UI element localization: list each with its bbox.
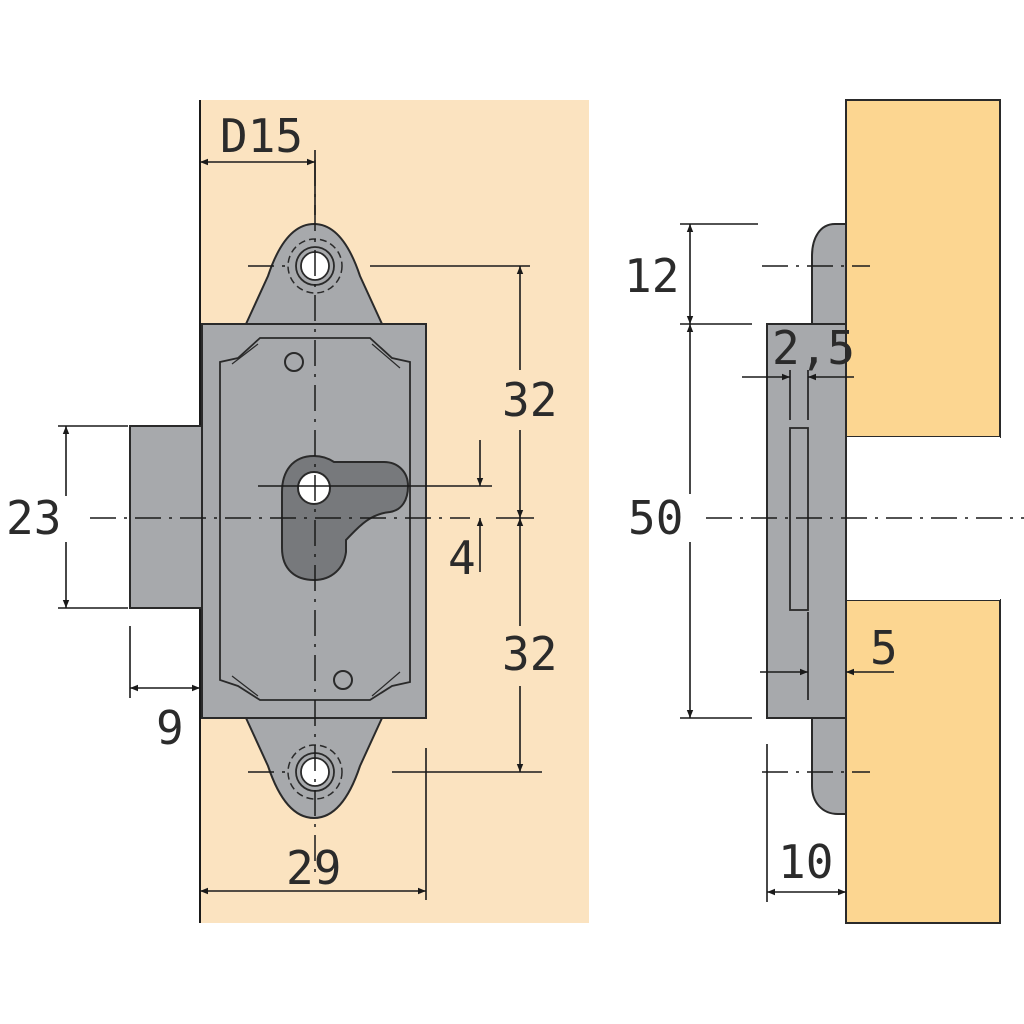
dim-bolt-projection-9: 9 [156, 701, 184, 755]
dim-lower-32: 32 [502, 627, 557, 681]
dim-slot-depth-5: 5 [870, 621, 898, 675]
pin-upper [284, 352, 304, 372]
dim-width-29: 29 [286, 841, 341, 895]
lock-body-inner-outline [219, 337, 411, 701]
side-wood-upper [845, 99, 1001, 438]
inner-corner-bottom [231, 671, 401, 697]
dim-slot-2-5: 2,5 [772, 321, 855, 375]
lock-bolt [129, 425, 203, 609]
dim-depth-10: 10 [778, 835, 833, 889]
dim-top-12: 12 [624, 249, 679, 303]
dim-d15: D15 [220, 109, 303, 163]
key-pin-circle [297, 471, 331, 505]
dim-total-height-50: 50 [628, 491, 683, 545]
side-view: 12 50 2,5 5 10 [624, 99, 1024, 924]
inner-corner-top [231, 343, 401, 369]
dim-bolt-height-23: 23 [6, 491, 61, 545]
side-wood-lower [845, 599, 1001, 924]
side-slot [789, 427, 809, 611]
dim-key-offset-4: 4 [448, 531, 476, 585]
dim-upper-32: 32 [502, 373, 557, 427]
pin-lower [333, 670, 353, 690]
front-view: D15 32 32 4 23 9 29 [4, 100, 589, 923]
